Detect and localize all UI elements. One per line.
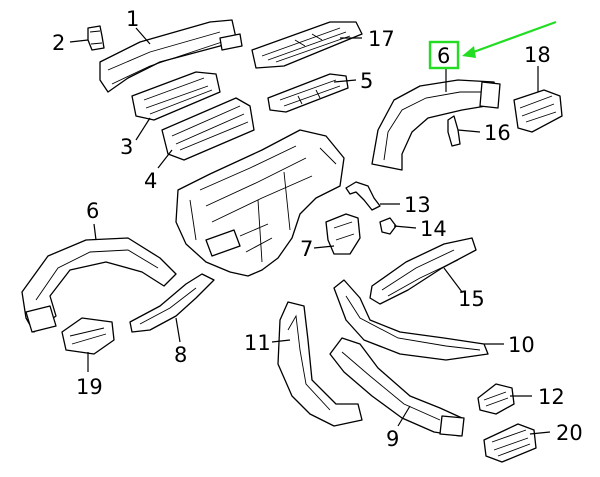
label-2: 2: [52, 31, 65, 55]
label-10: 10: [508, 333, 535, 357]
label-20: 20: [556, 421, 583, 445]
leader-lines: [69, 27, 551, 435]
part-19-vent: [61, 317, 115, 355]
label-19: 19: [76, 375, 103, 399]
part-4-vent-housing: [161, 97, 255, 161]
part-18-vent: [513, 89, 563, 133]
part-12-vent: [477, 383, 515, 415]
label-4: 4: [144, 169, 157, 193]
part-13-hose: [345, 181, 381, 211]
part-11-duct: [277, 301, 363, 427]
part-7-bracket: [325, 213, 361, 255]
label-11: 11: [244, 331, 271, 355]
label-16: 16: [484, 121, 511, 145]
label-12: 12: [538, 385, 565, 409]
part-17-center-vent: [251, 21, 363, 69]
highlight-box: [428, 40, 460, 70]
label-14: 14: [420, 217, 447, 241]
label-15: 15: [458, 287, 485, 311]
part-9-duct: [329, 337, 465, 437]
part-6-upper-duct: [371, 79, 501, 171]
part-2-clip: [87, 25, 105, 51]
hvac-housing: [175, 129, 345, 277]
label-7: 7: [300, 237, 313, 261]
label-18: 18: [524, 43, 551, 67]
part-15-floor-duct: [369, 237, 477, 305]
label-8: 8: [174, 343, 187, 367]
part-14-sensor: [379, 217, 397, 235]
part-1-duct: [99, 19, 243, 93]
part-16-clip: [447, 115, 461, 147]
label-6-highlighted: 6: [437, 44, 450, 68]
label-5: 5: [360, 69, 373, 93]
highlight-callout: [428, 20, 557, 70]
part-20-vent: [483, 423, 537, 463]
label-6-left: 6: [86, 199, 99, 223]
part-6-left-duct: [21, 237, 177, 333]
label-3: 3: [120, 135, 133, 159]
label-17: 17: [368, 27, 395, 51]
label-9: 9: [386, 427, 399, 451]
part-labels: 1 2 3 4 5 6 6 7 8 9 10 11 12 13 14 15 16…: [52, 7, 583, 451]
label-1: 1: [126, 7, 139, 31]
label-13: 13: [404, 193, 431, 217]
part-3-vent-housing: [131, 71, 221, 121]
part-8-bracket: [129, 273, 215, 333]
highlight-arrow: [467, 20, 557, 56]
part-5-vent: [267, 73, 349, 113]
